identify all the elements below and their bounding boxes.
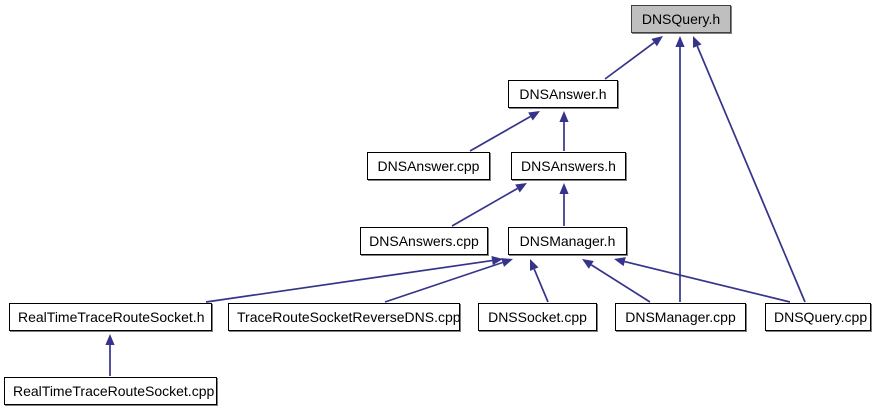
graph-edge-dnsanswer_cpp-to-dnsanswer_h [469,111,540,152]
graph-node-realtimetraceroutesocket_h[interactable]: RealTimeTraceRouteSocket.h [9,303,212,331]
graph-node-label: RealTimeTraceRouteSocket.cpp [13,383,215,399]
graph-node-traceroutesocketreversedns_cpp[interactable]: TraceRouteSocketReverseDNS.cpp [228,303,460,331]
graph-node-realtimetraceroutesocket_cpp[interactable]: RealTimeTraceRouteSocket.cpp [4,377,217,405]
graph-node-dnsanswers_h[interactable]: DNSAnswers.h [511,152,626,180]
graph-node-label: DNSManager.cpp [625,309,736,325]
graph-edge-dnsquery_cpp-to-dnsmanager_h [614,257,791,303]
graph-node-dnsanswer_h[interactable]: DNSAnswer.h [508,80,618,108]
graph-node-dnsanswer_cpp[interactable]: DNSAnswer.cpp [367,152,490,180]
graph-node-dnsanswers_cpp[interactable]: DNSAnswers.cpp [360,227,488,255]
graph-edge-realtimetraceroutesocket_cpp-to-realtimetraceroutesocket_h [105,334,115,376]
graph-edge-dnsanswer_h-to-dnsquery_h [604,36,663,80]
graph-edge-dnsmanager_cpp-to-dnsmanager_h [582,259,651,303]
graph-node-dnsquery_cpp[interactable]: DNSQuery.cpp [765,303,871,331]
graph-node-label: TraceRouteSocketReverseDNS.cpp [237,309,460,325]
graph-node-label: DNSAnswers.cpp [369,233,479,249]
graph-node-label: RealTimeTraceRouteSocket.h [18,309,205,325]
graph-edge-traceroutesocketreversedns_cpp-to-dnsmanager_h [384,258,513,303]
graph-edge-dnsquery_cpp-to-dnsquery_h [693,36,806,303]
graph-node-label: DNSSocket.cpp [488,309,587,325]
graph-edge-dnsanswers_h-to-dnsanswer_h [559,111,569,151]
graph-edge-realtimetraceroutesocket_h-to-dnsmanager_h [205,256,503,303]
graph-edge-dnssocket_cpp-to-dnsmanager_h [530,259,549,303]
graph-node-dnssocket_cpp[interactable]: DNSSocket.cpp [478,303,597,331]
graph-node-label: DNSQuery.h [641,11,721,27]
graph-edge-dnsmanager_h-to-dnsanswers_h [559,183,569,226]
graph-node-label: DNSManager.h [519,233,616,249]
graph-node-dnsquery_h[interactable]: DNSQuery.h [631,5,731,33]
graph-node-dnsmanager_h[interactable]: DNSManager.h [508,227,627,255]
graph-edge-dnsanswers_cpp-to-dnsanswers_h [451,183,527,227]
graph-node-label: DNSAnswer.h [519,86,607,102]
graph-node-label: DNSQuery.cpp [774,309,868,325]
graph-node-label: DNSAnswers.h [521,158,616,174]
graph-edge-dnsmanager_cpp-to-dnsquery_h [675,36,685,302]
graph-node-label: DNSAnswer.cpp [377,158,480,174]
graph-node-dnsmanager_cpp[interactable]: DNSManager.cpp [615,303,746,331]
